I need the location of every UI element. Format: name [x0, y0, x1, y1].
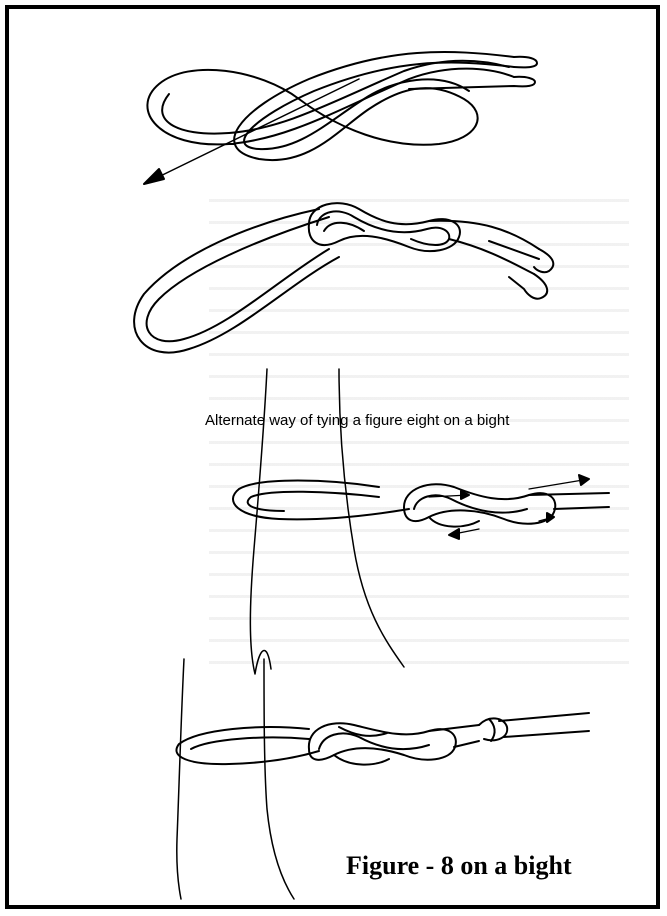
diagram-caption: Alternate way of tying a figure eight on… — [205, 412, 509, 429]
knot-3-figure-eight-around-tree — [233, 475, 609, 539]
figure-title: Figure - 8 on a bight — [346, 851, 572, 881]
knot-illustration — [9, 9, 656, 905]
knot-1-figure-eight-loose — [144, 52, 537, 184]
knot-2-figure-eight-dressed — [134, 203, 553, 352]
figure-frame: Alternate way of tying a figure eight on… — [5, 5, 660, 909]
tree-2 — [177, 659, 294, 899]
knot-4-figure-eight-around-tree — [176, 713, 589, 765]
